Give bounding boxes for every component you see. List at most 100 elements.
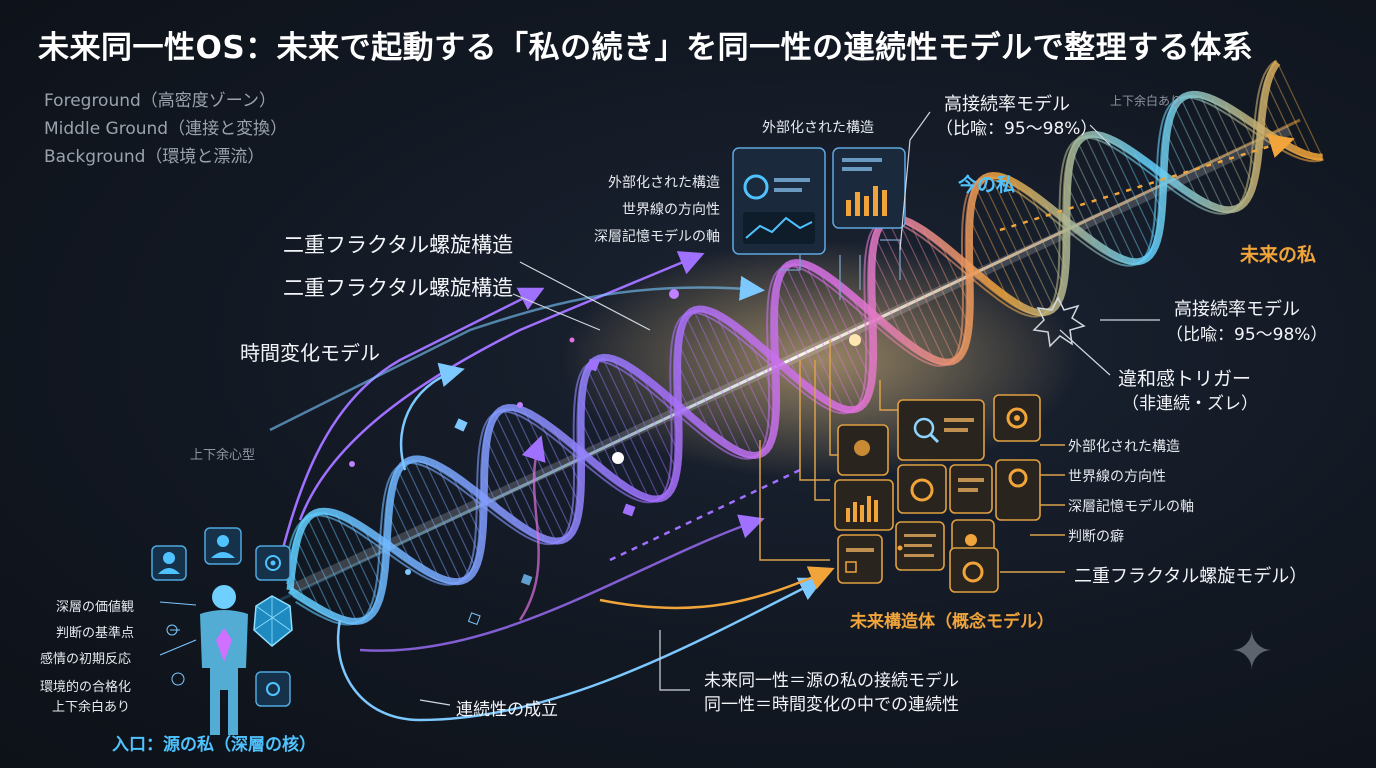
helix-rung [702, 308, 770, 448]
helix-rung [678, 343, 727, 445]
helix-rung [871, 294, 887, 326]
top-screen-panels [732, 147, 906, 255]
helix-rung [1077, 141, 1136, 263]
helix-rung [955, 255, 971, 285]
helix-rung [1211, 98, 1254, 186]
helix-rung [745, 333, 778, 399]
helix-rung [301, 527, 347, 621]
helix-rung [868, 309, 874, 319]
helix-rung [1166, 133, 1198, 199]
helix-rung [774, 328, 800, 380]
helix-rung [1067, 185, 1096, 243]
helix-rung [641, 374, 680, 454]
helix-rung [774, 307, 816, 393]
helix-rung [495, 414, 557, 542]
double-helix [283, 59, 1324, 626]
core-crystal [216, 628, 232, 662]
helix-rung [939, 241, 971, 307]
helix-rung [1271, 71, 1313, 157]
gear-icon [1006, 407, 1028, 429]
page-title: 未来同一性OS：未来で起動する「私の続き」を同一性の連続性モデルで整理する体系 [38, 30, 1254, 66]
helix-rung [971, 201, 1023, 307]
helix-rung [1149, 164, 1164, 192]
helix-rung [388, 515, 411, 561]
helix-rung [896, 218, 963, 354]
top-panel-header: 外部化された構造 [762, 120, 874, 136]
helix-rung [990, 175, 1055, 309]
legend-foreground: Foreground（高密度ゾーン） [44, 91, 276, 111]
helix-rung [524, 410, 578, 522]
helix-rung [583, 383, 637, 493]
helix-rung [794, 262, 864, 406]
source-icons [151, 527, 293, 735]
arrow-purple-1 [298, 251, 705, 521]
sparkle-icon: ✦ [1230, 622, 1274, 682]
helix-rung [1106, 136, 1158, 244]
arrow-dashed [609, 468, 801, 562]
helix-rung [1084, 135, 1145, 261]
helix-rung [404, 462, 462, 582]
helix-rung [387, 534, 395, 550]
helix-rung [362, 527, 386, 573]
list-item: 判断の基準点 [56, 626, 135, 641]
spark-icon [965, 534, 977, 546]
flow-arrows [269, 133, 1295, 722]
helix-rung [466, 483, 485, 521]
user-icon [217, 535, 229, 547]
panel-icons [845, 407, 1028, 583]
helix-rung [1277, 62, 1323, 158]
helix-rung [779, 275, 845, 409]
helix-rung [833, 280, 874, 364]
helix-rung [1180, 98, 1235, 210]
helix-rung [484, 458, 517, 522]
helix-rung [378, 537, 388, 555]
list-item: 判断の癖 [1068, 529, 1124, 545]
helix-rung [450, 472, 483, 540]
helix-rung [805, 263, 869, 397]
right-model-ratio: （比喩：95〜98%） [1166, 325, 1328, 345]
helix-rung [680, 327, 741, 453]
top-panel-connectors [780, 239, 901, 300]
helix-rung [1174, 106, 1224, 210]
list-item: 深層記憶モデルの軸 [594, 229, 720, 245]
helix-rung [775, 289, 831, 403]
helix-rung [1164, 151, 1183, 189]
helix-rung [314, 512, 367, 620]
legend-background: Background（環境と漂流） [44, 147, 265, 167]
helix-rung [1254, 124, 1262, 136]
helix-rung [626, 364, 678, 472]
bottom-note-2: 同一性＝時間変化の中での連続性 [704, 695, 959, 715]
helix-rung [1134, 152, 1163, 212]
list-item: 深層の価値観 [56, 600, 135, 615]
helix-rung [850, 294, 875, 342]
helix-rung [335, 513, 380, 603]
helix-rung [482, 496, 485, 500]
helix-rung [1066, 205, 1080, 231]
list-item: 世界線の方向性 [1068, 469, 1166, 485]
helix-rung [397, 470, 452, 582]
arrow-pink-1 [518, 435, 546, 621]
donut-chart-icon [910, 478, 934, 502]
list-item: 世界線の方向性 [622, 202, 720, 218]
helix-rung [324, 510, 374, 614]
helix-rung [307, 518, 358, 622]
helix-rung [1028, 191, 1067, 269]
helix-rung [1199, 94, 1250, 198]
helix-rung [975, 187, 1036, 313]
helix-rung [1169, 118, 1212, 206]
arrow-dashed-future [999, 133, 1295, 232]
bottom-note-1: 未来同一性＝源の私の接続モデル [704, 671, 959, 691]
trigger-sub: （非連続・ズレ） [1122, 394, 1258, 414]
helix-rung [887, 219, 956, 361]
top-model-ratio: （比喩：95〜98%） [936, 119, 1098, 139]
helix-rung [512, 407, 573, 533]
helix-rung [293, 555, 320, 609]
helix-rung [390, 497, 426, 571]
helix-rung [729, 321, 777, 419]
helix-rung [436, 464, 481, 556]
helix-rung [1061, 216, 1068, 228]
helix-rung [693, 309, 763, 455]
list-item: 感情の初期反応 [40, 652, 132, 667]
future-body-label: 未来構造体（概念モデル） [850, 612, 1054, 632]
